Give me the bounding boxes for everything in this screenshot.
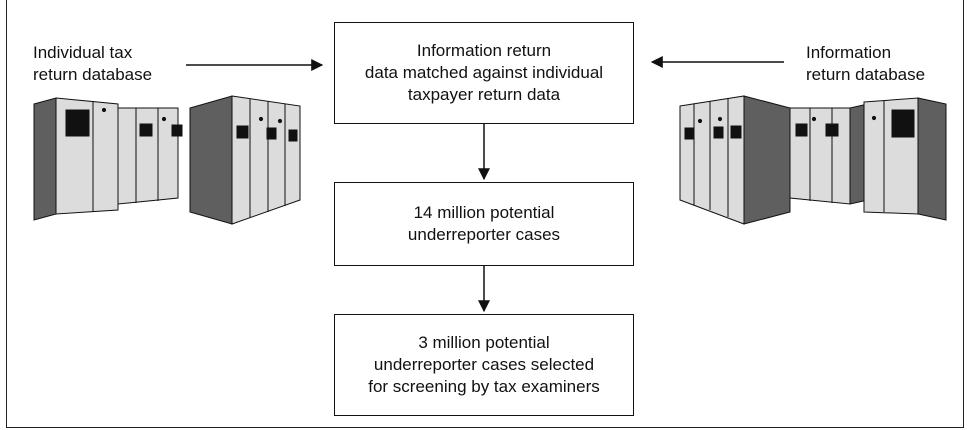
potential-cases-text: 14 million potential underreporter cases (407, 203, 561, 244)
server-cabinets-right (679, 95, 947, 225)
matching-step-text: Information return data matched against … (364, 41, 604, 104)
selected-cases-box: 3 million potential underreporter cases … (334, 314, 634, 416)
right-database-label: Information return database (806, 43, 926, 84)
diagram-frame (6, 0, 964, 428)
server-cabinets-left (33, 95, 301, 225)
selected-cases-text: 3 million potential underreporter cases … (368, 333, 600, 396)
potential-cases-box: 14 million potential underreporter cases (334, 182, 634, 266)
left-database-label: Individual tax return database (33, 43, 153, 84)
matching-step-box: Information return data matched against … (334, 22, 634, 124)
